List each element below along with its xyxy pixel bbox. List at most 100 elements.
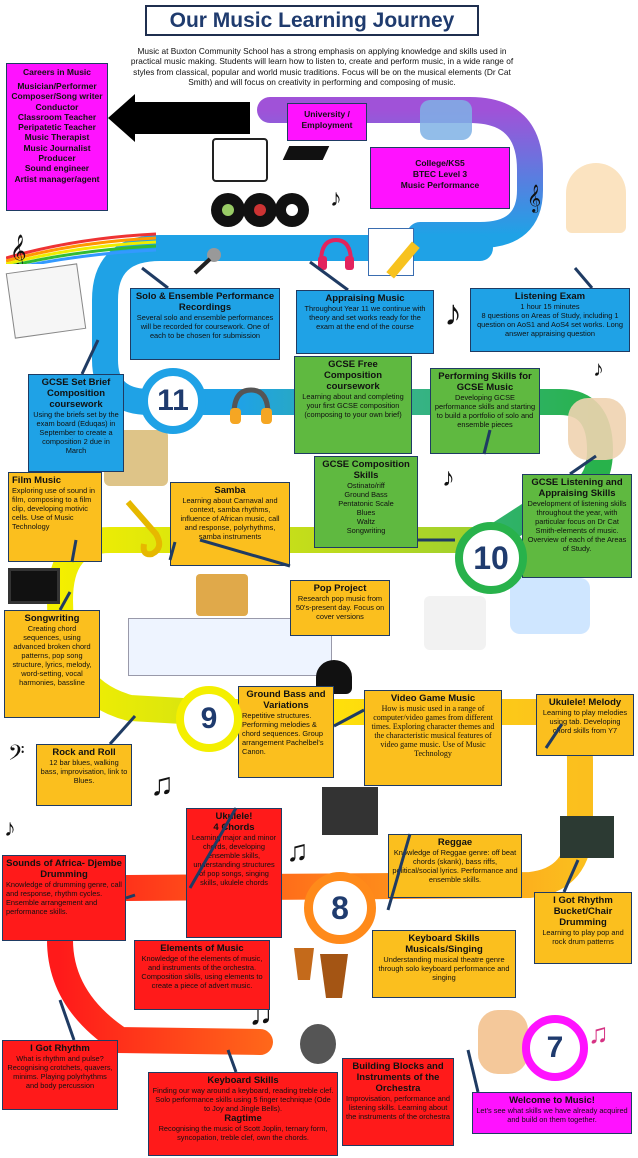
vinyl-records-icon [210, 190, 310, 230]
box-text: Learning about and completing your first… [302, 392, 404, 419]
violinist-icon [568, 398, 626, 460]
year-9-badge: 9 [176, 686, 242, 752]
box-text: Developing GCSE performance skills and s… [434, 393, 536, 429]
box-text: Ostinato/riff Ground Bass Pentatonic Sca… [338, 481, 394, 535]
box-title: Appraising Music [325, 293, 405, 304]
box-text: Several solo and ensemble performances w… [136, 313, 274, 340]
music-note-icon: ♪ [444, 292, 462, 333]
gcse-listening-box: GCSE Listening and Appraising Skills Dev… [522, 474, 632, 578]
music-note-icon: ♪ [442, 462, 455, 492]
box-text: Understanding musical theatre genre thro… [378, 955, 510, 982]
bass-clef-icon: 𝄢 [8, 740, 25, 770]
university-box: University / Employment [287, 103, 367, 141]
box-title: Performing Skills for GCSE Music [438, 371, 532, 393]
box-title: Ukulele! 4 Chords [213, 811, 255, 833]
box-title: GCSE Composition Skills [322, 459, 410, 481]
box-text: Knowledge of Reggae genre: off beat chor… [392, 848, 518, 884]
box-text: Let's see what skills we have already ac… [476, 1106, 628, 1124]
year-10-badge: 10 [455, 522, 527, 594]
orchestra-icon [424, 596, 486, 650]
box-title: GCSE Free Composition coursework [323, 359, 383, 392]
box-title: Elements of Music [160, 943, 244, 954]
career-item: Music Therapist [24, 132, 90, 143]
headphones-icon [228, 384, 274, 426]
music-note-icon: ♪ [593, 356, 604, 381]
television-icon [8, 568, 60, 604]
box-title: Reggae [437, 837, 473, 848]
ukulele-chords-box: Ukulele! 4 Chords Learning major and min… [186, 808, 282, 938]
solo-ensemble-box: Solo & Ensemble Performance Recordings S… [130, 288, 280, 360]
box-text: Learning about Carnaval and context, sam… [180, 496, 280, 541]
ground-bass-box: Ground Bass and Variations Repetitive st… [238, 686, 334, 778]
video-game-box: Video Game Music How is music used in a … [364, 690, 502, 786]
box-title: Keyboard Skills [207, 1075, 279, 1086]
songwriting-box: Songwriting Creating chord sequences, us… [4, 610, 100, 718]
box-text: What is rhythm and pulse? Recognising cr… [7, 1054, 113, 1090]
box-title: GCSE Listening and Appraising Skills [531, 477, 623, 499]
handshake-icon [420, 100, 472, 140]
box-title: Samba [214, 485, 246, 496]
elements-of-music-box: Elements of Music Knowledge of the eleme… [134, 940, 270, 1010]
child-singing-icon [478, 1010, 528, 1074]
bucket-drumming-box: I Got Rhythm Bucket/Chair Drumming Learn… [534, 892, 632, 964]
reggae-box: Reggae Knowledge of Reggae genre: off be… [388, 834, 522, 898]
box-text: Learning to play pop and rock drum patte… [542, 928, 624, 946]
svg-text:𝄞: 𝄞 [10, 235, 27, 264]
box-text: Exploring use of sound in film, composin… [12, 486, 95, 531]
book-icon [212, 138, 268, 182]
page-title: Our Music Learning Journey [145, 5, 479, 36]
music-note-icon: 𝄞 [527, 185, 542, 212]
box-text: Improvisation, performance and listening… [346, 1094, 450, 1121]
university-label: University / Employment [301, 109, 353, 130]
box-title: Sounds of Africa- Djembe Drumming [6, 858, 122, 880]
box-text: Using the briefs set by the exam board (… [33, 410, 119, 455]
career-item: Musician/Performer [17, 81, 97, 91]
box-title: Ukulele! Melody [548, 697, 622, 708]
pop-project-box: Pop Project Research pop music from 50's… [290, 580, 390, 636]
box-title: I Got Rhythm [30, 1043, 90, 1054]
careers-box: Careers in Music Musician/Performer Comp… [6, 63, 108, 211]
career-item: Producer [38, 153, 76, 164]
box-text: Research pop music from 50's-present day… [295, 594, 385, 621]
career-item: Classroom Teacher [17, 111, 97, 122]
building-blocks-box: Building Blocks and Instruments of the O… [342, 1058, 454, 1146]
set-brief-box: GCSE Set Brief Composition coursework Us… [28, 374, 124, 472]
box-title: GCSE Set Brief Composition coursework [41, 377, 111, 410]
box-title: Ground Bass and Variations [246, 689, 326, 711]
box-title: Solo & Ensemble Performance Recordings [135, 291, 275, 313]
box-text: Recognising the music of Scott Joplin, t… [158, 1124, 328, 1142]
box-text: Development of listening skills througho… [527, 499, 627, 553]
box-title: Listening Exam [514, 291, 586, 302]
box-text: Knowledge of drumming genre, call and re… [6, 880, 122, 916]
carnival-icon [196, 574, 248, 616]
composition-skills-box: GCSE Composition Skills Ostinato/riff Gr… [314, 456, 418, 548]
keyboard-skills-box: Keyboard Skills Finding our way around a… [148, 1072, 338, 1156]
box-title: Pop Project [313, 583, 367, 594]
box-text: Finding our way around a keyboard, readi… [152, 1086, 334, 1113]
career-item: Composer/Song writer [11, 91, 103, 102]
box-subtitle: Ragtime [224, 1113, 262, 1124]
free-composition-box: GCSE Free Composition coursework Learnin… [294, 356, 412, 454]
career-item: Music Journalist [23, 142, 91, 153]
music-notes-icon: ♫ [588, 1018, 609, 1049]
college-label: College/KS5 BTEC Level 3 Music Performan… [400, 158, 480, 190]
scott-joplin-photo-icon [300, 1024, 336, 1064]
box-title: Rock and Roll [52, 747, 116, 758]
year-11-badge: 11 [140, 368, 206, 434]
saxophone-icon [118, 498, 172, 558]
drummers-icon [510, 578, 590, 634]
headphones-icon [316, 236, 356, 272]
intro-text: Music at Buxton Community School has a s… [130, 46, 514, 87]
welcome-box: Welcome to Music! Let's see what skills … [472, 1092, 632, 1134]
microphone-icon [190, 246, 224, 276]
box-title: Keyboard Skills Musicals/Singing [405, 933, 483, 955]
music-note-icon: ♫ [150, 766, 174, 802]
appraising-music-box: Appraising Music Throughout Year 11 we c… [296, 290, 434, 354]
bob-marley-photo-icon [322, 787, 378, 835]
haunted-house-icon [560, 816, 614, 858]
box-text: Learning to play melodies using tab. Dev… [542, 708, 628, 735]
ukulele-melody-box: Ukulele! Melody Learning to play melodie… [536, 694, 634, 756]
box-title: Film Music [12, 475, 62, 486]
year-7-badge: 7 [522, 1015, 588, 1081]
